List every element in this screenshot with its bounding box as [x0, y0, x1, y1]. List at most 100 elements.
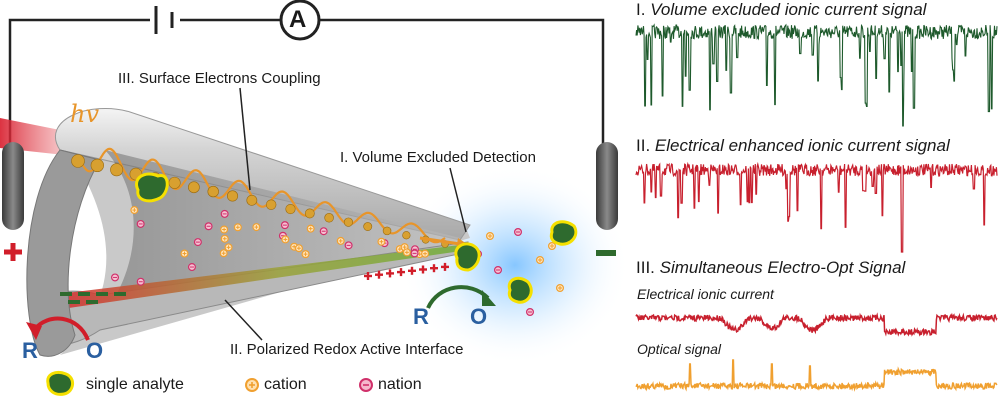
electron-sphere: [363, 222, 373, 231]
label-polarized-redox-interface: II. Polarized Redox Active Interface: [230, 341, 464, 358]
cone-front-rim: [26, 149, 101, 357]
cation-ion: [306, 224, 315, 233]
anion-ion: [319, 227, 328, 236]
trace-electrical-ionic-current: [635, 312, 998, 337]
anion-ion: [280, 221, 289, 230]
anion-ion: [187, 263, 196, 272]
cation-ion: [377, 237, 386, 246]
pointer-surface: [239, 87, 251, 191]
surface-negative-charges: [60, 292, 126, 304]
analyte-outside-2: [507, 276, 533, 304]
left-electrode: [2, 142, 24, 230]
electron-sphere: [402, 231, 411, 240]
label-volume-excluded-detection: I. Volume Excluded Detection: [340, 149, 536, 166]
cation-ion: [535, 256, 544, 265]
electron-sphere: [285, 203, 296, 215]
cation-ion: [220, 234, 229, 243]
cation-ion: [252, 223, 261, 232]
electron-sphere: [110, 163, 124, 177]
cation-ion: [336, 236, 345, 245]
legend-analyte-label: single analyte: [86, 376, 184, 393]
electron-sphere: [324, 213, 334, 223]
legend-anion-icon: [359, 378, 373, 392]
anion-ion: [204, 222, 213, 231]
electron-sphere: [382, 226, 392, 236]
anion-ion: [494, 266, 503, 275]
electron-sphere: [188, 181, 200, 194]
anion-ion: [193, 238, 202, 247]
label-surface-electrons-coupling: III. Surface Electrons Coupling: [118, 70, 321, 87]
signal-title-1-num: I.: [636, 0, 646, 19]
cation-ion: [301, 250, 310, 259]
cation-ion: [224, 243, 233, 252]
anion-ion: [111, 273, 120, 282]
cation-ion: [219, 249, 228, 258]
legend-analyte-icon: [46, 370, 74, 396]
electron-sphere: [304, 208, 315, 219]
electron-sphere: [207, 185, 219, 198]
redox-left-r: R: [22, 338, 38, 363]
signal-title-3: III. Simultaneous Electro-Opt Signal: [636, 258, 905, 278]
ammeter-label: A: [289, 6, 307, 33]
ammeter-circle: [279, 0, 321, 41]
anion-ion: [410, 249, 419, 258]
signal-title-1-text: Volume excluded ionic current signal: [650, 0, 927, 19]
electron-sphere: [168, 176, 181, 189]
redox-right-r: R: [413, 304, 429, 329]
cation-ion: [294, 244, 303, 253]
surface-positive-charges: [364, 262, 449, 280]
trace-optical-signal: [635, 359, 998, 392]
anion-ion: [136, 219, 145, 228]
coupling-arrow: [419, 236, 461, 246]
electron-sphere: [226, 190, 239, 202]
anion-ion: [220, 209, 229, 218]
surface-electron-spheres: [71, 154, 449, 248]
left-electrode-plus: [4, 243, 22, 261]
hv-label: hv: [70, 100, 100, 128]
redox-left-o: O: [86, 338, 104, 363]
cation-ion: [555, 284, 564, 293]
anion-ion: [136, 277, 145, 286]
ions: [111, 206, 564, 317]
cone-top-wall: [54, 108, 471, 241]
electron-sphere: [246, 194, 258, 206]
redox-right-o: O: [470, 304, 488, 329]
analyte-outside-1: [549, 220, 578, 246]
cation-ion: [402, 248, 411, 257]
cation-ion: [233, 223, 242, 232]
electron-sphere: [71, 154, 85, 168]
electron-sphere: [265, 199, 277, 210]
signal-title-2-num: II.: [636, 136, 651, 155]
cation-ion: [130, 206, 139, 215]
ion-glow: [400, 165, 630, 365]
anion-ion: [525, 308, 534, 317]
legend-anion-label: nation: [378, 376, 422, 393]
cone-bottom-gradient-layer: [50, 244, 468, 310]
pointer-redox: [224, 299, 263, 341]
cation-ion: [421, 249, 430, 258]
signal-title-3-text: Simultaneous Electro-Opt Signal: [659, 258, 906, 277]
signal-title-2: II. Electrical enhanced ionic current si…: [636, 136, 950, 156]
redox-arrowhead-right: [482, 290, 496, 306]
cation-ion: [281, 235, 290, 244]
cation-ion: [486, 232, 495, 241]
trace-volume-excluded: [635, 23, 998, 127]
legend-cation-icon: [245, 378, 259, 392]
electron-sphere: [343, 217, 354, 227]
right-electrode: [596, 142, 618, 230]
analyte-inside-cone: [135, 172, 169, 203]
trace-electrical-enhanced: [635, 161, 998, 253]
cation-ion: [220, 225, 229, 234]
analyte-at-tip: [454, 242, 481, 272]
electron-sphere: [90, 158, 104, 173]
signal-title-1: I. Volume excluded ionic current signal: [636, 0, 926, 20]
signal-sub-optical: Optical signal: [637, 341, 722, 357]
signal-sub-electrical: Electrical ionic current: [637, 286, 774, 302]
cation-ion: [180, 249, 189, 258]
signal-title-3-num: III.: [636, 258, 655, 277]
circuit-wire: [8, 18, 605, 150]
anion-ion: [513, 228, 522, 237]
anion-ion: [344, 241, 353, 250]
cation-ion: [547, 242, 556, 251]
